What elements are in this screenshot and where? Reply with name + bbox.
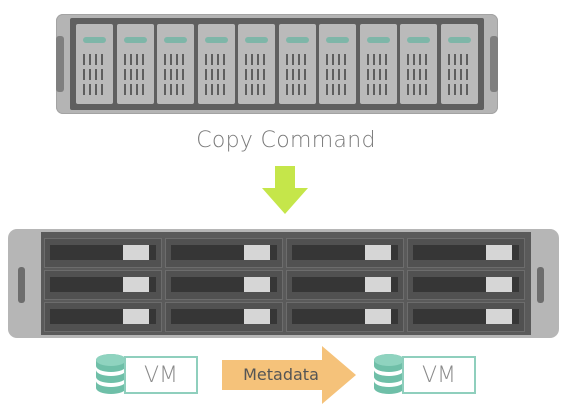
disk-tab (486, 245, 512, 260)
drive-led (447, 37, 471, 43)
disk-bay (407, 302, 525, 332)
drive-bay (359, 24, 397, 104)
drive-led (366, 37, 390, 43)
drive-bay (440, 24, 478, 104)
copy-command-caption: Copy Command (196, 128, 376, 153)
database-icon (96, 354, 126, 394)
target-array-chassis (41, 232, 531, 335)
drive-led (407, 37, 430, 43)
drive-led (326, 37, 349, 43)
metadata-arrow-icon (222, 346, 356, 404)
drive-led (204, 37, 228, 43)
disk-bay (407, 270, 525, 300)
down-arrow-icon (262, 166, 308, 214)
disk-bay (286, 270, 404, 300)
drive-led (164, 37, 187, 43)
disk-tab (123, 277, 149, 292)
drive-bay (116, 24, 154, 104)
rack-ear-right (490, 36, 498, 92)
source-array-chassis (70, 18, 484, 110)
drive-bay (238, 24, 275, 104)
source-storage-array (56, 14, 498, 114)
disk-tab (365, 245, 391, 260)
drive-led (123, 37, 147, 43)
metadata-label: Metadata (243, 365, 319, 384)
drive-led (285, 37, 309, 43)
disk-tab (486, 277, 512, 292)
disk-tab (365, 309, 391, 324)
drive-bay (157, 24, 194, 104)
disk-tab (244, 277, 270, 292)
drive-led (83, 37, 106, 43)
target-storage-array (8, 229, 559, 338)
vm-box-target: VM (402, 356, 476, 394)
disk-bay (44, 302, 162, 332)
disk-tab (486, 309, 512, 324)
disk-bay (165, 238, 283, 268)
disk-bay (165, 302, 283, 332)
rack-ear-right (537, 267, 544, 303)
rack-ear-left (18, 267, 25, 303)
vm-box-source: VM (124, 356, 198, 394)
drive-bay (278, 24, 316, 104)
drive-bay (319, 24, 356, 104)
disk-tab (365, 277, 391, 292)
database-icon (374, 354, 404, 394)
rack-ear-left (56, 36, 64, 92)
disk-bay (44, 238, 162, 268)
disk-bay (44, 270, 162, 300)
drive-bay (400, 24, 437, 104)
disk-bay (286, 238, 404, 268)
drive-bay (197, 24, 235, 104)
disk-bay (286, 302, 404, 332)
drive-led (245, 37, 268, 43)
disk-bay (165, 270, 283, 300)
disk-bay (407, 238, 525, 268)
disk-tab (123, 245, 149, 260)
disk-tab (244, 309, 270, 324)
disk-tab (123, 309, 149, 324)
drive-bay (76, 24, 113, 104)
disk-tab (244, 245, 270, 260)
